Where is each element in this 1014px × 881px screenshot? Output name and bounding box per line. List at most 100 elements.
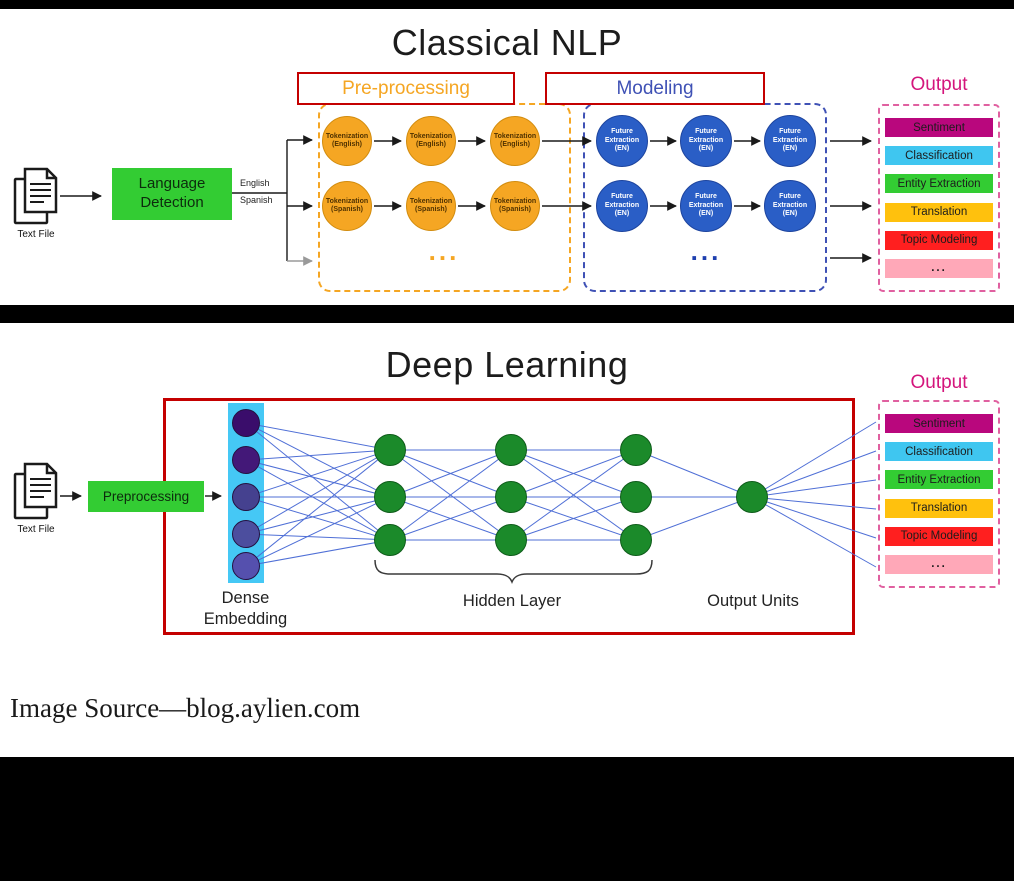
output-item-entity-extraction: Entity Extraction bbox=[885, 470, 993, 490]
node-sublabel: (English) bbox=[416, 141, 446, 148]
feature-extraction-node: Future Extraction (EN) bbox=[764, 115, 816, 167]
node-label: Extraction bbox=[604, 136, 640, 144]
hidden-node bbox=[495, 481, 527, 513]
embedding-node bbox=[232, 483, 260, 511]
modeling-ellipsis: ... bbox=[690, 236, 722, 266]
preprocessing-section-label: Pre-processing bbox=[297, 72, 515, 105]
node-sublabel: (Spanish) bbox=[331, 206, 363, 213]
top-black-bar bbox=[0, 0, 1014, 9]
hidden-node bbox=[374, 434, 406, 466]
image-source-caption: Image Source—blog.aylien.com bbox=[10, 693, 361, 723]
node-label: Future bbox=[779, 128, 801, 136]
deep-learning-frame bbox=[163, 398, 855, 635]
feature-extraction-node: Future Extraction (EN) bbox=[680, 115, 732, 167]
output-item-topic-modeling: Topic Modeling bbox=[885, 526, 993, 546]
text-file-label: Text File bbox=[17, 229, 55, 240]
node-label: Extraction bbox=[604, 201, 640, 209]
embedding-node bbox=[232, 446, 260, 474]
tokenization-english-node: Tokenization (English) bbox=[406, 116, 456, 166]
node-label: Extraction bbox=[772, 136, 808, 144]
hidden-node bbox=[620, 434, 652, 466]
output-unit-node bbox=[736, 481, 768, 513]
node-label: Future bbox=[695, 193, 717, 201]
preprocessing-box: Preprocessing bbox=[88, 481, 204, 512]
node-label: Future bbox=[611, 128, 633, 136]
classical-title: Classical NLP bbox=[391, 22, 623, 63]
text-file-label: Text File bbox=[17, 524, 55, 535]
deep-output-label: Output bbox=[910, 372, 968, 393]
output-item-translation: Translation bbox=[885, 498, 993, 518]
feature-extraction-node: Future Extraction (EN) bbox=[596, 180, 648, 232]
output-item-classification: Classification bbox=[885, 146, 993, 166]
hidden-node bbox=[374, 524, 406, 556]
tokenization-spanish-node: Tokenization (Spanish) bbox=[490, 181, 540, 231]
node-label: Extraction bbox=[688, 136, 724, 144]
deep-learning-title: Deep Learning bbox=[385, 344, 629, 385]
output-units-label: Output Units bbox=[707, 592, 799, 610]
node-sublabel: (Spanish) bbox=[415, 206, 447, 213]
node-sublabel: (EN) bbox=[614, 145, 630, 153]
output-item-more: ... bbox=[885, 258, 993, 278]
preprocessing-ellipsis: ... bbox=[428, 236, 460, 266]
classical-output-label: Output bbox=[910, 74, 968, 95]
section-divider-bar bbox=[0, 305, 1014, 323]
output-item-classification: Classification bbox=[885, 442, 993, 462]
feature-extraction-node: Future Extraction (EN) bbox=[680, 180, 732, 232]
embedding-node bbox=[232, 552, 260, 580]
embedding-node bbox=[232, 409, 260, 437]
node-sublabel: (English) bbox=[332, 141, 362, 148]
node-sublabel: (EN) bbox=[698, 145, 714, 153]
hidden-node bbox=[374, 481, 406, 513]
deep-output-panel: Sentiment Classification Entity Extracti… bbox=[878, 400, 1000, 588]
output-item-topic-modeling: Topic Modeling bbox=[885, 230, 993, 250]
language-detection-label: Language Detection bbox=[138, 175, 206, 211]
dense-embedding-label: Dense Embedding bbox=[203, 589, 288, 629]
output-item-sentiment: Sentiment bbox=[885, 414, 993, 433]
hidden-layer-bracket bbox=[374, 559, 653, 585]
output-item-translation: Translation bbox=[885, 202, 993, 222]
hidden-node bbox=[495, 524, 527, 556]
output-item-more: ... bbox=[885, 554, 993, 574]
node-label: Tokenization bbox=[325, 197, 369, 205]
node-label: Tokenization bbox=[325, 132, 369, 140]
modeling-section-label: Modeling bbox=[545, 72, 765, 105]
tokenization-english-node: Tokenization (English) bbox=[490, 116, 540, 166]
hidden-node bbox=[495, 434, 527, 466]
node-label: Tokenization bbox=[493, 197, 537, 205]
hidden-node bbox=[620, 481, 652, 513]
output-item-entity-extraction: Entity Extraction bbox=[885, 174, 993, 194]
node-label: Future bbox=[695, 128, 717, 136]
node-sublabel: (Spanish) bbox=[499, 206, 531, 213]
node-label: Tokenization bbox=[409, 197, 453, 205]
node-label: Tokenization bbox=[493, 132, 537, 140]
node-sublabel: (EN) bbox=[782, 210, 798, 218]
tokenization-spanish-node: Tokenization (Spanish) bbox=[322, 181, 372, 231]
node-sublabel: (EN) bbox=[614, 210, 630, 218]
text-file-icon bbox=[12, 462, 60, 525]
node-label: Future bbox=[611, 193, 633, 201]
node-label: Tokenization bbox=[409, 132, 453, 140]
tokenization-english-node: Tokenization (English) bbox=[322, 116, 372, 166]
spanish-branch-label: Spanish bbox=[240, 195, 273, 205]
english-branch-label: English bbox=[240, 178, 270, 188]
classical-output-panel: Sentiment Classification Entity Extracti… bbox=[878, 104, 1000, 292]
node-label: Future bbox=[779, 193, 801, 201]
hidden-layer-label: Hidden Layer bbox=[462, 592, 562, 610]
text-file-icon bbox=[12, 167, 60, 230]
language-detection-box: Language Detection bbox=[112, 168, 232, 220]
node-label: Extraction bbox=[688, 201, 724, 209]
node-label: Extraction bbox=[772, 201, 808, 209]
feature-extraction-node: Future Extraction (EN) bbox=[596, 115, 648, 167]
bottom-black-bar bbox=[0, 757, 1014, 881]
embedding-node bbox=[232, 520, 260, 548]
classical-flow-arrows bbox=[60, 135, 872, 266]
node-sublabel: (EN) bbox=[782, 145, 798, 153]
network-connections bbox=[245, 421, 877, 568]
output-item-sentiment: Sentiment bbox=[885, 118, 993, 137]
node-sublabel: (English) bbox=[500, 141, 530, 148]
feature-extraction-node: Future Extraction (EN) bbox=[764, 180, 816, 232]
tokenization-spanish-node: Tokenization (Spanish) bbox=[406, 181, 456, 231]
hidden-node bbox=[620, 524, 652, 556]
node-sublabel: (EN) bbox=[698, 210, 714, 218]
